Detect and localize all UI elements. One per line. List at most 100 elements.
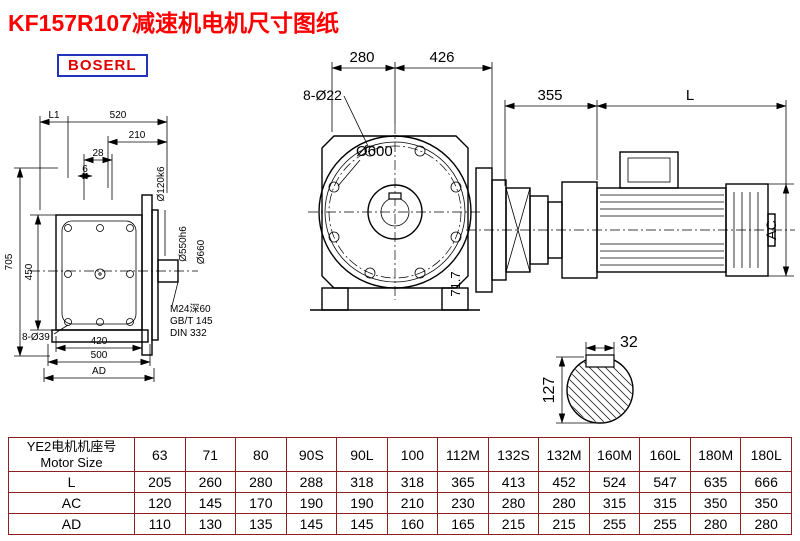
- dim-value-cell: 145: [285, 513, 338, 536]
- dim-value-cell: 145: [336, 513, 388, 536]
- dim-value-cell: 315: [588, 492, 641, 515]
- dim-value-cell: 452: [538, 471, 590, 494]
- section-hatching: [568, 358, 632, 422]
- note-gbt-label: GB/T 145: [170, 316, 213, 327]
- dim-AD-label: AD: [92, 366, 106, 377]
- dim-28-label: 28: [92, 148, 104, 159]
- shaft-cross-section: 32 127: [541, 334, 638, 424]
- dim-value-cell: 280: [740, 513, 792, 536]
- dim-value-cell: 315: [639, 492, 691, 515]
- dim-d550h6-label: Ø550h6: [178, 226, 189, 262]
- technical-drawing: L1 520 210 28 6 705 450 8-Ø39 420 500 AD…: [4, 49, 795, 424]
- dim-280-label: 280: [349, 49, 374, 66]
- dim-row-label: AC: [8, 492, 135, 515]
- dim-value-cell: 288: [285, 471, 338, 494]
- dim-d120k6-label: Ø120k6: [156, 166, 167, 201]
- dim-value-cell: 365: [437, 471, 489, 494]
- dim-value-cell: 318: [386, 471, 439, 494]
- dim-value-cell: 413: [487, 471, 540, 494]
- dim-value-cell: 280: [235, 471, 287, 494]
- flange-bolt-holes: [328, 145, 462, 279]
- dim-value-cell: 350: [689, 492, 742, 515]
- housing-face-inner: [61, 220, 137, 325]
- dim-value-cell: 635: [689, 471, 742, 494]
- dim-value-cell: 215: [538, 513, 590, 536]
- dim-value-cell: 666: [740, 471, 792, 494]
- gearbox-flange-face: [310, 135, 480, 311]
- dim-value-cell: 170: [235, 492, 287, 515]
- dim-value-cell: 165: [437, 513, 489, 536]
- motor-size-col-header: 100: [386, 436, 439, 473]
- left-view-dimension-lines: [14, 116, 179, 382]
- motor-size-col-header: 180M: [689, 436, 742, 473]
- dim-value-cell: 190: [285, 492, 338, 515]
- dim-32-label: 32: [620, 334, 638, 351]
- motor-size-col-header: 112M: [437, 436, 489, 473]
- keyway-section: [585, 354, 615, 368]
- dim-value-cell: 210: [386, 492, 439, 515]
- dim-value-cell: 190: [336, 492, 388, 515]
- dim-value-cell: 280: [689, 513, 742, 536]
- dim-value-cell: 255: [639, 513, 691, 536]
- dim-row-label: L: [8, 471, 135, 494]
- housing-bolt-holes: [64, 224, 134, 326]
- dim-value-cell: 255: [588, 513, 641, 536]
- dim-d660-label: Ø660: [196, 239, 207, 264]
- motor-size-col-header: 132S: [487, 436, 540, 473]
- motor-size-col-header: 180L: [740, 436, 792, 473]
- page-title: KF157R107减速机电机尺寸图纸: [8, 10, 340, 36]
- motor-size-col-header: 160M: [588, 436, 641, 473]
- dim-value-cell: 160: [386, 513, 439, 536]
- dim-value-cell: 145: [184, 492, 237, 515]
- dim-value-cell: 120: [134, 492, 186, 515]
- dim-value-cell: 350: [740, 492, 792, 515]
- dim-value-cell: 205: [134, 471, 186, 494]
- motor-size-col-header: 80: [235, 436, 287, 473]
- dim-value-cell: 547: [639, 471, 691, 494]
- dim-8xd39-label: 8-Ø39: [22, 332, 50, 343]
- motor-size-col-header: 71: [184, 436, 237, 473]
- motor-size-col-header: 90S: [285, 436, 338, 473]
- motor-cooling-fins: [600, 194, 724, 266]
- motor-size-col-header: 90L: [336, 436, 388, 473]
- front-view-with-motor: 280 426 8-Ø22 Ø600 71.7 355 L AC: [303, 49, 795, 311]
- dim-6-label: 6: [82, 164, 88, 175]
- note-din-label: DIN 332: [170, 328, 207, 339]
- terminal-box: [619, 151, 679, 189]
- dim-angle-label: 71.7: [448, 271, 463, 296]
- dim-value-cell: 110: [134, 513, 186, 536]
- dim-426-label: 426: [429, 49, 454, 66]
- dim-450-label: 450: [24, 263, 35, 280]
- note-m24-label: M24深60: [170, 303, 211, 315]
- dim-420-label: 420: [91, 336, 108, 347]
- dim-L-label: L: [686, 87, 694, 104]
- dim-value-cell: 280: [538, 492, 590, 515]
- left-side-view: L1 520 210 28 6 705 450 8-Ø39 420 500 AD…: [4, 110, 213, 382]
- front-view-dimension-lines: [331, 62, 794, 277]
- shaft-dimension-lines: [556, 342, 615, 424]
- dim-210-label: 210: [129, 130, 146, 141]
- brand-logo: BOSERL: [57, 54, 148, 77]
- dim-value-cell: 318: [336, 471, 388, 494]
- motor-size-col-header: 160L: [639, 436, 691, 473]
- dim-127-label: 127: [541, 377, 558, 404]
- dim-520-label: 520: [110, 110, 127, 121]
- dim-d600-label: Ø600: [356, 143, 393, 160]
- fan-cover-slots: [733, 192, 759, 268]
- dim-500-label: 500: [91, 350, 108, 361]
- dim-value-cell: 524: [588, 471, 641, 494]
- dim-705-label: 705: [4, 253, 15, 270]
- dim-8xd22-label: 8-Ø22: [303, 87, 342, 103]
- dim-value-cell: 135: [235, 513, 287, 536]
- dim-value-cell: 130: [184, 513, 237, 536]
- dim-value-cell: 280: [487, 492, 540, 515]
- dim-row-label: AD: [8, 513, 135, 536]
- dim-value-cell: 215: [487, 513, 540, 536]
- motor-size-col-header: 63: [134, 436, 186, 473]
